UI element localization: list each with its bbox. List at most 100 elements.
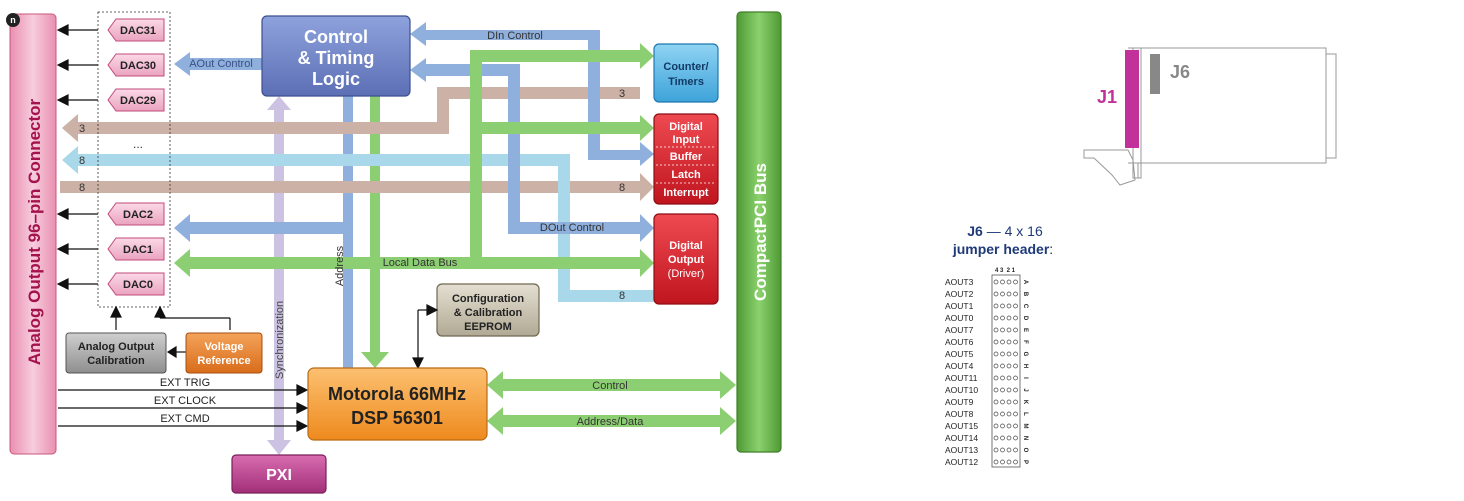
jumper-row-letter: O	[1022, 448, 1028, 453]
control-line2: & Timing	[298, 48, 375, 68]
jumper-pin	[1013, 351, 1018, 357]
control-vertical-arrow	[361, 80, 389, 368]
jumper-pin	[1000, 315, 1005, 321]
counter-timers-block: Counter/ Timers	[653, 43, 719, 103]
jumper-pin	[993, 339, 999, 345]
jumper-pin	[1006, 327, 1012, 333]
sync-label: Synchronization	[274, 301, 286, 379]
jumper-pin	[1000, 423, 1005, 429]
dsp-line2: DSP 56301	[351, 408, 443, 428]
jumper-pin	[993, 291, 999, 297]
jumper-row-label: AOUT5	[945, 349, 974, 359]
jumper-pin	[1006, 279, 1012, 285]
jumper-row-letter: B	[1022, 292, 1028, 297]
jumper-row-label: AOUT3	[945, 277, 974, 287]
jumper-pin	[993, 423, 999, 429]
jumper-pin	[1006, 399, 1012, 405]
ext-cmd-label: EXT CMD	[160, 413, 209, 425]
dsp-block: Motorola 66MHz DSP 56301	[307, 367, 488, 441]
jumper-pin	[1000, 459, 1005, 465]
jumper-pin	[1013, 459, 1018, 465]
jumper-pin	[1000, 375, 1005, 381]
jumper-row-letter: A	[1022, 280, 1028, 285]
connector-badge-text: n	[10, 15, 16, 25]
counter-line2: Timers	[668, 76, 704, 88]
jumper-title-rest: — 4 x 16	[983, 223, 1043, 239]
jumper-row-letter: D	[1022, 316, 1028, 321]
dac30: DAC30	[107, 53, 165, 77]
jumper-pin	[1013, 363, 1018, 369]
jumper-row-letter: C	[1022, 304, 1028, 309]
dsp-line1: Motorola 66MHz	[328, 384, 466, 404]
dac1: DAC1	[107, 237, 165, 261]
jumper-pin	[1013, 303, 1018, 309]
cyan-arrow-8-left	[62, 146, 654, 302]
jumper-pin	[1006, 435, 1012, 441]
jumper-pin	[1006, 363, 1012, 369]
j6-label: J6	[1170, 62, 1190, 82]
dsp-control-arrow	[487, 371, 736, 399]
compactpci-bus: CompactPCI Bus	[736, 11, 782, 453]
jumper-subtitle-text: jumper header	[952, 241, 1050, 257]
analog-output-calibration-block: Analog Output Calibration	[65, 332, 167, 374]
jumper-row-letter: H	[1022, 364, 1028, 368]
bus-width-8-tan-left: 8	[79, 182, 85, 194]
jumper-pin	[993, 303, 999, 309]
jumper-row-label: AOUT13	[945, 445, 978, 455]
jumper-row-letter: G	[1022, 352, 1028, 357]
jumper-pin	[993, 279, 999, 285]
bus-width-8-tan-right: 8	[619, 182, 625, 194]
jumper-subtitle-colon: :	[1049, 241, 1053, 257]
jumper-pin	[1013, 399, 1018, 405]
jumper-row-label: AOUT8	[945, 409, 974, 419]
jumper-title-bold: J6	[967, 223, 983, 239]
calibration-lines	[110, 305, 231, 359]
jumper-row-letter: J	[1022, 388, 1028, 391]
ext-clock-label: EXT CLOCK	[154, 395, 217, 407]
jumper-row-label: AOUT14	[945, 433, 978, 443]
eeprom-link	[412, 304, 439, 370]
eeprom-line2: & Calibration	[454, 307, 523, 319]
buffer-label: Buffer	[670, 151, 703, 163]
jumper-row-letter: L	[1022, 412, 1028, 416]
dac31-label: DAC31	[120, 25, 156, 37]
digital-input-block: Digital Input Buffer Latch Interrupt	[653, 113, 719, 205]
dig-out-line2: Output	[668, 254, 704, 266]
jumper-row-letter: E	[1022, 328, 1028, 332]
din-control-label: DIn Control	[487, 30, 543, 42]
vref-line1: Voltage	[205, 341, 244, 353]
control-line1: Control	[304, 27, 368, 47]
jumper-pin	[1013, 315, 1018, 321]
jumper-row-letter: F	[1022, 340, 1028, 344]
aout-control-arrow	[174, 52, 262, 76]
jumper-row-letter: P	[1022, 460, 1028, 464]
jumper-pin	[1000, 363, 1005, 369]
dac-data-arrow	[174, 214, 343, 242]
jumper-pin	[993, 315, 999, 321]
jumper-row-letter: I	[1022, 377, 1028, 379]
aout-control-label: AOut Control	[189, 58, 253, 70]
address-arrow	[335, 80, 361, 372]
jumper-pin	[1013, 447, 1018, 453]
dac2-label: DAC2	[123, 209, 153, 221]
jumper-pin	[1000, 327, 1005, 333]
jumper-row: AOUT8 L	[945, 409, 1028, 419]
dac1-label: DAC1	[123, 244, 153, 256]
analog-connector-bar	[9, 13, 57, 455]
jumper-pin	[1000, 279, 1005, 285]
jumper-pin	[1006, 411, 1012, 417]
jumper-pin	[1013, 387, 1018, 393]
jumper-col-numbers: 4 3 2 1	[995, 268, 1016, 274]
dsp-address-data-arrow	[487, 407, 736, 435]
counter-line1: Counter/	[663, 61, 708, 73]
tan-arrow-3	[62, 87, 640, 142]
interrupt-label: Interrupt	[663, 187, 709, 199]
bus-width-8-cyan-left: 8	[79, 155, 85, 167]
